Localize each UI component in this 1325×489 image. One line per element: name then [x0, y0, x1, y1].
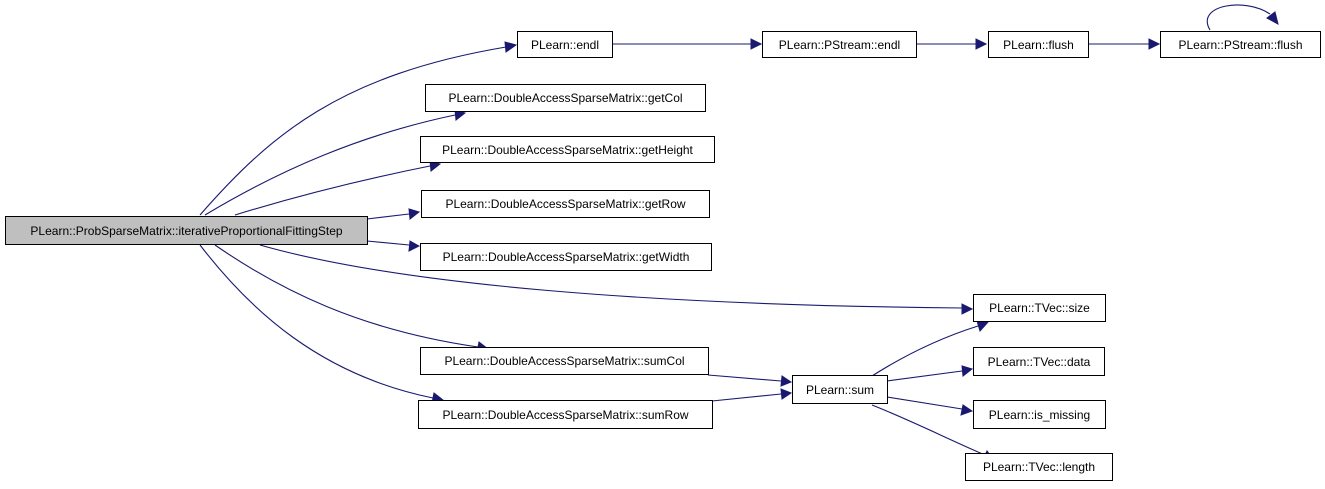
edge-sum-to-tvec-length — [871, 404, 986, 456]
edge-sumCol-to-sum — [707, 374, 782, 382]
node-getHeight[interactable]: PLearn::DoubleAccessSparseMatrix::getHei… — [420, 136, 715, 163]
arrowhead — [1148, 38, 1161, 50]
arrowhead — [408, 240, 421, 252]
arrowhead — [750, 38, 763, 50]
node-pstream-flush[interactable]: PLearn::PStream::flush — [1160, 31, 1321, 58]
node-iterative-proportional-fitting-step[interactable]: PLearn::ProbSparseMatrix::iterativePropo… — [5, 216, 368, 245]
node-pstream-endl[interactable]: PLearn::PStream::endl — [762, 31, 917, 58]
arrowhead — [961, 303, 974, 315]
node-getWidth[interactable]: PLearn::DoubleAccessSparseMatrix::getWid… — [420, 243, 712, 271]
edge-root-to-sumRow — [199, 244, 434, 399]
edge-root-to-getHeight — [234, 165, 431, 216]
edge-sum-to-tvec-data — [886, 370, 963, 382]
arrowhead — [1266, 11, 1279, 25]
node-getRow[interactable]: PLearn::DoubleAccessSparseMatrix::getRow — [421, 190, 710, 218]
edge-root-to-getCol — [204, 114, 456, 216]
edge-root-to-getRow — [366, 213, 410, 220]
arrowhead — [780, 388, 793, 400]
node-tvec-data[interactable]: PLearn::TVec::data — [973, 347, 1105, 376]
edge-root-to-tvec-size — [259, 244, 963, 309]
arrowhead — [976, 320, 990, 333]
node-tvec-length[interactable]: PLearn::TVec::length — [965, 453, 1113, 481]
node-sum[interactable]: PLearn::sum — [792, 375, 888, 404]
arrowhead — [504, 41, 518, 53]
node-tvec-size[interactable]: PLearn::TVec::size — [973, 294, 1106, 322]
node-sumRow[interactable]: PLearn::DoubleAccessSparseMatrix::sumRow — [418, 400, 713, 429]
edge-root-to-getWidth — [366, 240, 410, 246]
edge-sumRow-to-sum — [711, 393, 782, 402]
node-flush[interactable]: PLearn::flush — [988, 31, 1089, 58]
arrowhead — [975, 38, 988, 50]
arrowhead — [961, 365, 974, 377]
edge-root-to-sumCol — [214, 244, 479, 348]
arrowhead — [960, 404, 974, 416]
edge-root-to-endl — [199, 46, 507, 216]
arrowhead — [780, 375, 793, 387]
node-is-missing[interactable]: PLearn::is_missing — [973, 400, 1106, 429]
node-getCol[interactable]: PLearn::DoubleAccessSparseMatrix::getCol — [425, 84, 706, 112]
edge-sum-to-tvec-size — [871, 325, 979, 377]
node-endl[interactable]: PLearn::endl — [517, 31, 613, 58]
edge-pstream-flush-self-loop — [1206, 4, 1271, 31]
edge-sum-to-is-missing — [886, 396, 963, 410]
node-sumCol[interactable]: PLearn::DoubleAccessSparseMatrix::sumCol — [420, 347, 709, 375]
arrowhead — [408, 208, 421, 220]
